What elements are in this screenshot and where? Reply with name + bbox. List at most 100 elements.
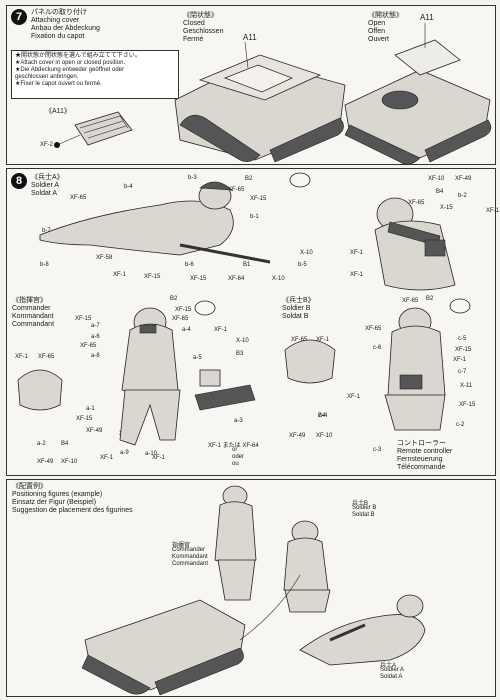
or-de: oder	[232, 454, 245, 460]
remote-jp: コントローラー	[397, 440, 446, 447]
soldier-a-part-label: b-8	[40, 262, 49, 268]
closed-goliath-drawing	[174, 41, 346, 163]
commander-part-label: XF-65	[80, 343, 97, 349]
commander-part-label: XF-15	[76, 416, 93, 422]
open-part-a11: A11	[420, 13, 434, 22]
open-label-de: Offen	[368, 28, 385, 35]
soldier-b-part-label: B2	[426, 296, 434, 302]
soldier-a-part-label: XF-64	[228, 276, 245, 282]
pos-commander-jp: 指揮官	[172, 543, 191, 549]
commander-part-label: XF-49	[37, 459, 54, 465]
soldier-a-part-label: b-5	[298, 262, 307, 268]
soldier-a-part-label: XF-15	[144, 274, 161, 280]
pos-soldier-b-de: Soldat B	[352, 512, 375, 518]
soldier-a-part-label: X-10	[300, 250, 313, 256]
note-line: ★Die Abdeckung entweder geöffnet oder	[15, 67, 125, 73]
open-goliath-drawing	[344, 23, 492, 165]
soldier-a-part-label: XF-65	[408, 200, 425, 206]
soldier-a-part-label: XF-65	[70, 195, 87, 201]
open-label-en: Open	[368, 20, 386, 27]
soldier-b-jp: 《兵士B》	[282, 297, 315, 304]
soldier-b-part-label: c-5	[458, 336, 467, 342]
commander-part-label: XF-15	[75, 316, 92, 322]
pos-soldier-a-en: Soldier A	[380, 667, 405, 673]
soldier-a-part-label: X-15	[440, 205, 453, 211]
soldier-b-part-label: XF-65	[291, 337, 308, 343]
pos-soldier-a-figure	[299, 594, 426, 666]
soldier-a-jp: 《兵士A》	[31, 174, 64, 181]
positioning-title-jp: 《配置例》	[12, 483, 47, 490]
note-line: ★Attach cover in open or closed position…	[15, 60, 126, 66]
soldier-b-part-label: B4	[318, 413, 326, 419]
commander-part-label: B2	[170, 296, 178, 302]
detail-xf2-label: XF-2	[40, 142, 54, 148]
commander-part-label: XF-65	[38, 354, 55, 360]
commander-jp: 《指揮官》	[12, 297, 47, 304]
closed-label-de: Geschlossen	[183, 28, 224, 35]
commander-part-label: XF-15	[175, 307, 192, 313]
remote-fr: Télécommande	[397, 464, 446, 471]
remote-en: Remote controller	[397, 448, 453, 455]
commander-part-label: X-10	[236, 338, 249, 344]
commander-part-label: a-9	[120, 450, 129, 456]
soldier-a-part-label: XF-1	[350, 250, 364, 256]
commander-fr: Commandant	[12, 321, 55, 328]
binocular-drawing	[194, 300, 216, 316]
soldier-a-part-label: B4	[436, 189, 444, 195]
soldier-a-part-label: XF-15	[250, 196, 267, 202]
pos-soldier-b-en: Soldier B	[352, 505, 377, 511]
soldier-b-part-label: c-6	[373, 345, 382, 351]
soldier-a-part-label: XF-65	[228, 187, 245, 193]
soldier-a-de: Soldat A	[31, 190, 58, 197]
note-line: ★Fixer le capot ouvert ou fermé.	[15, 81, 102, 87]
or-en: or	[232, 447, 238, 453]
commander-part-label: XF-49	[86, 428, 103, 434]
soldier-a-part-label: b-6	[185, 262, 194, 268]
soldier-a-part-label: B1	[243, 262, 251, 268]
commander-part-label: a-5	[193, 355, 202, 361]
commander-part-label: XF-1	[100, 455, 114, 461]
pos-commander-de: Kommandant	[172, 554, 208, 560]
closed-label-fr: Fermé	[183, 36, 204, 43]
soldier-b-part-label: XF-10	[316, 433, 333, 439]
pos-goliath-figure	[81, 599, 246, 696]
commander-de: Kommandant	[12, 313, 54, 320]
pos-commander-figure	[214, 485, 257, 601]
soldier-a-part-label: b-3	[188, 175, 197, 181]
pos-commander-en: Commander	[172, 547, 206, 553]
positioning-title-de: Einsatz der Figur (Beispiel)	[12, 499, 97, 506]
soldier-a-en: Soldier A	[31, 182, 60, 189]
positioning-title-en: Positioning figures (example)	[12, 491, 103, 498]
soldier-a-part-label: XF-1	[486, 208, 500, 214]
soldier-b-de: Soldat B	[282, 313, 309, 320]
pos-commander-fr: Commandant	[172, 561, 209, 567]
commander-part-label: a-2	[37, 441, 46, 447]
soldier-b-part-label: XF-15	[459, 402, 476, 408]
pos-soldier-b-jp: 兵士B	[352, 501, 369, 507]
soldier-b-part-label: XF-15	[455, 347, 472, 353]
or-fr: ou	[232, 461, 239, 467]
open-label-fr: Ouvert	[368, 36, 390, 43]
smg-drawing	[194, 369, 256, 411]
closed-label-jp: 《閉状態》	[183, 12, 218, 19]
soldier-b-part-label: XF-1	[347, 394, 361, 400]
soldier-a-part-label: B2	[245, 176, 253, 182]
soldier-b-part-label: XF-1	[453, 357, 467, 363]
note-line: ★開状態か閉状態を選んで組み立てて下さい。	[15, 53, 141, 59]
remote-de: Fernsteuerung	[397, 456, 443, 463]
step7-notes: ★開状態か閉状態を選んで組み立てて下さい。 ★Attach cover in o…	[11, 50, 179, 99]
commander-part-label: B4	[61, 441, 69, 447]
soldier-a-back-drawing	[374, 197, 456, 291]
commander-part-label: a-10	[145, 451, 158, 457]
pos-soldier-a-jp: 兵士A	[380, 663, 397, 669]
soldier-a-part-label: XF-1	[113, 272, 127, 278]
commander-part-label: a-8	[91, 353, 100, 359]
detail-a11-label: 《A11》	[45, 108, 71, 115]
soldier-b-en: Soldier B	[282, 305, 311, 312]
step7-title-de: Anbau der Abdeckung	[31, 25, 100, 32]
or-paint-note: XF-1 または XF-64	[208, 443, 259, 449]
soldier-a-part-label: XF-15	[190, 276, 207, 282]
soldier-b-part-label: XF-49	[289, 433, 306, 439]
